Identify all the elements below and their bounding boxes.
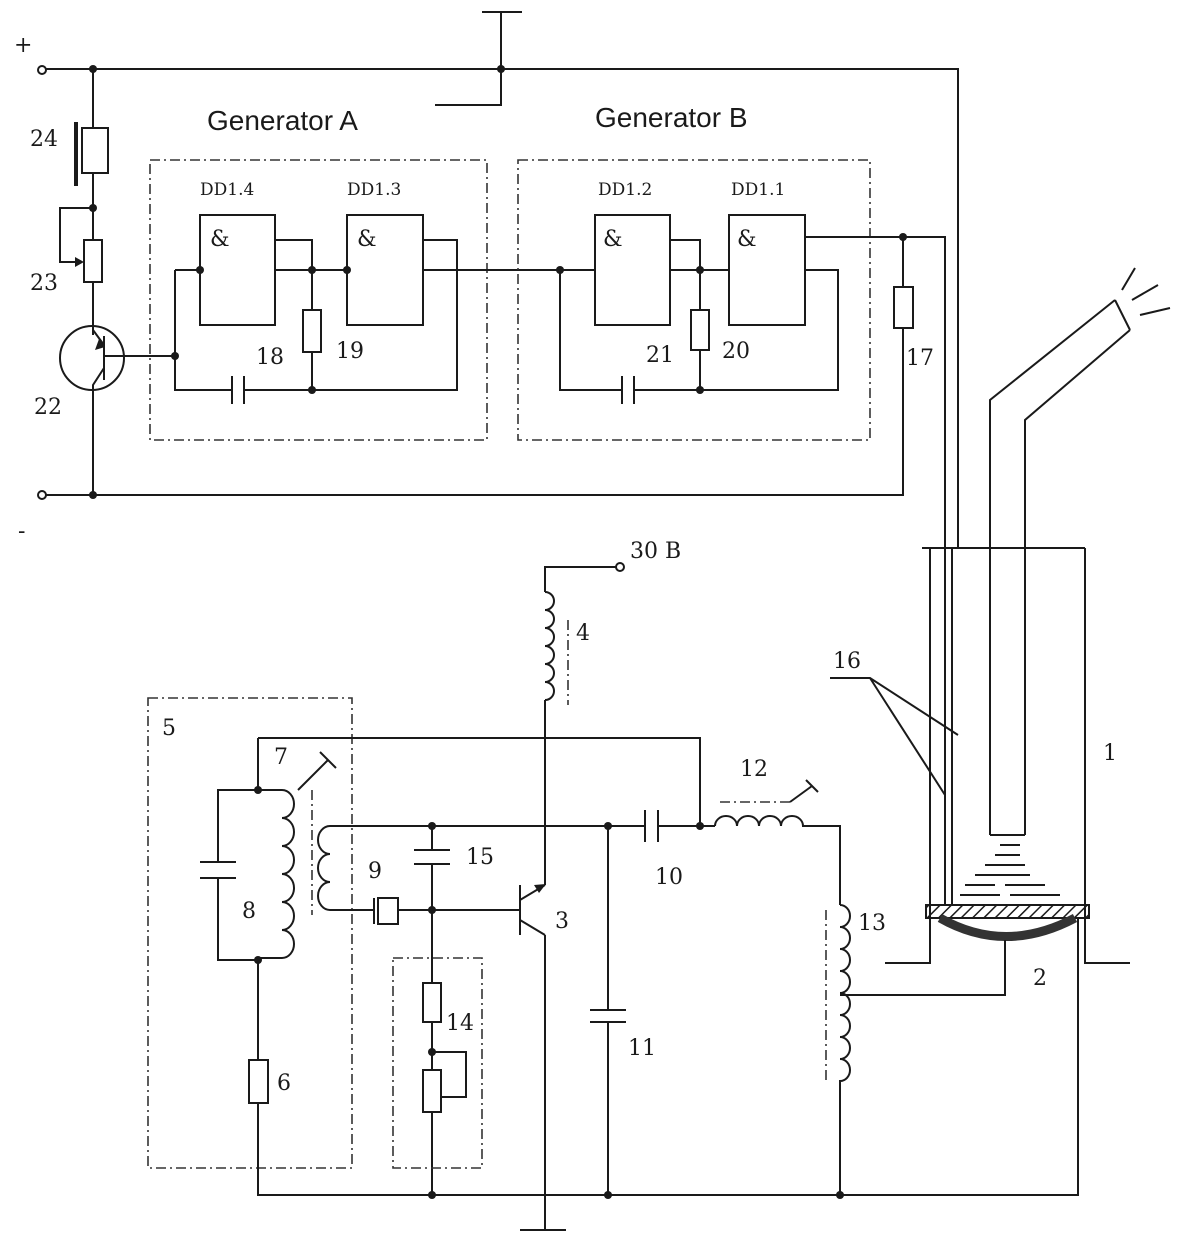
label-17: 17	[906, 346, 934, 371]
label-8: 8	[242, 899, 256, 924]
coupling-coil	[317, 825, 375, 911]
control-chain: 24 23 22	[30, 69, 175, 495]
label-9: 9	[368, 859, 382, 884]
label-10: 10	[655, 865, 683, 890]
generator-b-title: Generator B	[595, 102, 748, 133]
resistor-14	[422, 982, 442, 1023]
resistor-6	[248, 1059, 269, 1104]
label-4: 4	[576, 621, 590, 646]
label-3: 3	[555, 909, 569, 934]
label-24: 24	[30, 127, 58, 152]
label-1: 1	[1103, 741, 1117, 766]
label-2: 2	[1033, 966, 1047, 991]
gate-label: DD1.4	[200, 180, 254, 200]
coil-7	[258, 789, 295, 959]
gate-label: DD1.3	[347, 180, 401, 200]
coil-13	[839, 904, 851, 1195]
oscillator: 30 B 4 3 5 7 8 6 9 15 14 11	[147, 539, 1079, 1231]
crystal-9	[377, 897, 399, 925]
gate-label: DD1.1	[731, 180, 785, 200]
variable-resistor-14	[422, 1069, 442, 1113]
label-14: 14	[446, 1011, 474, 1036]
label-12: 12	[740, 757, 768, 782]
and-symbol: &	[737, 227, 757, 252]
vessel: 16 1 2	[830, 267, 1171, 991]
label-19: 19	[336, 339, 364, 364]
label-15: 15	[466, 845, 494, 870]
minus-terminal	[37, 490, 47, 500]
label-21: 21	[646, 343, 674, 368]
power-rails: + -	[14, 11, 959, 548]
label-11: 11	[628, 1036, 656, 1061]
and-symbol: &	[603, 227, 623, 252]
gate-label: DD1.2	[598, 180, 652, 200]
gate-dd1-1	[728, 214, 806, 326]
potentiometer-23	[83, 239, 103, 283]
label-6: 6	[277, 1071, 291, 1096]
resistor-19	[302, 309, 322, 353]
label-5: 5	[162, 716, 176, 741]
transistor-22	[59, 325, 125, 391]
label-20: 20	[722, 339, 750, 364]
minus-label: -	[18, 519, 25, 544]
supply-label: 30 B	[630, 539, 681, 564]
inductor-4	[544, 591, 555, 701]
coil-12	[714, 815, 841, 905]
supply-terminal	[615, 562, 625, 572]
label-7: 7	[274, 745, 288, 770]
generator-a-title: Generator A	[207, 105, 358, 136]
generator-b: Generator B DD1.2 DD1.1 & & 21 20 17	[517, 102, 946, 905]
label-13: 13	[858, 911, 886, 936]
and-symbol: &	[357, 227, 377, 252]
resistor-20	[690, 309, 710, 351]
button-24	[81, 127, 109, 174]
gate-dd1-4	[199, 214, 276, 326]
label-16: 16	[833, 649, 861, 674]
plus-label: +	[14, 33, 32, 58]
label-22: 22	[34, 395, 62, 420]
resistor-17	[893, 286, 914, 329]
label-18: 18	[256, 345, 284, 370]
generator-a: Generator A DD1.4 DD1.3 & & 18 19	[149, 105, 595, 441]
label-23: 23	[30, 271, 58, 296]
plus-terminal	[37, 65, 47, 75]
and-symbol: &	[210, 227, 230, 252]
